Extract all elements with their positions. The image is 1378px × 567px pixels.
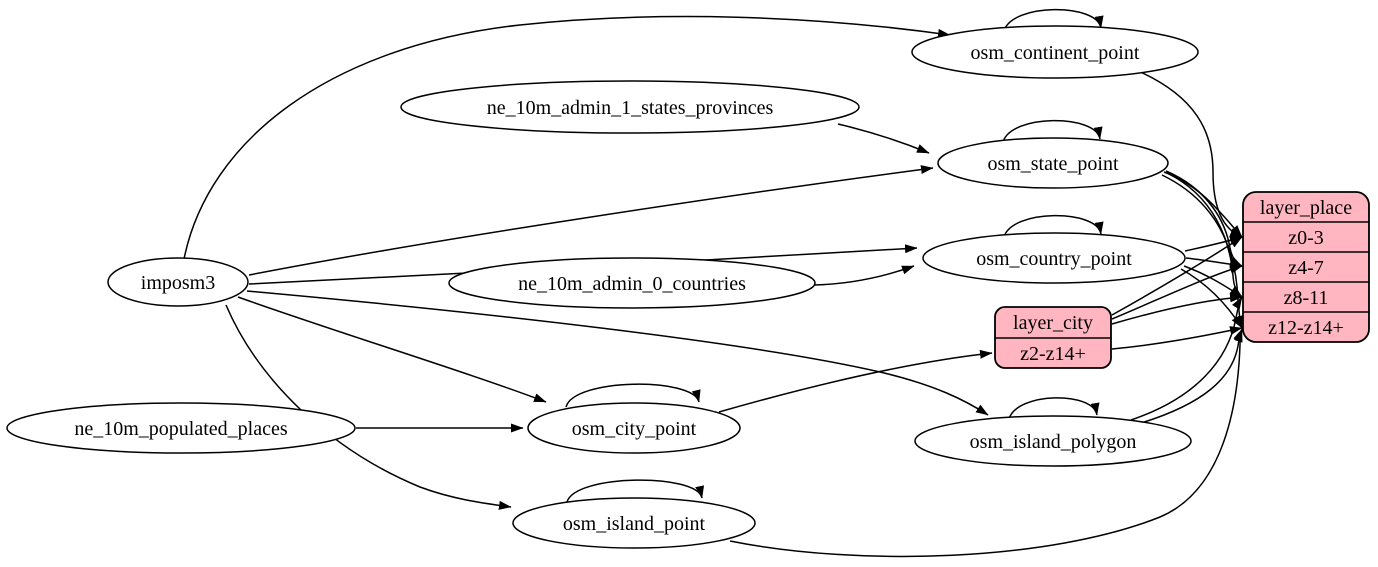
node-layer_place: layer_place z0-3 z4-7 z8-11 z12-z14+	[1242, 191, 1370, 343]
osm_state_point-label: osm_state_point	[987, 153, 1119, 175]
edge-imposm3-to-osm_state_point	[248, 165, 934, 276]
osm_city_point-label: osm_city_point	[572, 418, 697, 440]
osm_country_point-label: osm_country_point	[976, 248, 1132, 270]
layer_place-shape	[1242, 191, 1370, 343]
layer_place-row-z8-11: z8-11	[1284, 287, 1329, 309]
edge-self-loop-osm_continent_point	[1003, 8, 1104, 32]
layer_place-row-z4-7: z4-7	[1288, 257, 1324, 279]
osm_island_point-label: osm_island_point	[563, 513, 706, 535]
edge-imposm3-to-osm_island_polygon	[246, 290, 989, 416]
edge-osm_island_polygon-to-layer_place-z12-z14	[1137, 328, 1243, 425]
edge-imposm3-to-osm_island_point	[225, 304, 512, 510]
osm_continent_point-label: osm_continent_point	[971, 42, 1140, 64]
imposm3-shape	[107, 257, 249, 307]
edge-self-loop-osm_country_point	[1003, 214, 1104, 238]
edge-ne_10m_admin_0_countries-to-osm_country_point	[813, 265, 915, 286]
node-ne_10m_admin_1_states_provinces: ne_10m_admin_1_states_provinces	[400, 80, 860, 134]
layer_city-row-z2-z14: z2-z14+	[1020, 343, 1086, 365]
osm_island_point-shape	[512, 497, 756, 549]
node-imposm3: imposm3	[107, 257, 249, 307]
node-osm_island_polygon: osm_island_polygon	[914, 415, 1192, 467]
node-osm_state_point: osm_state_point	[937, 137, 1169, 189]
node-osm_city_point: osm_city_point	[527, 402, 741, 454]
ne_10m_admin_1_states_provinces-label: ne_10m_admin_1_states_provinces	[487, 97, 774, 119]
layer_place-title: layer_place	[1260, 197, 1352, 219]
edge-osm_continent_point-to-layer_place-z0-3	[1135, 69, 1243, 238]
edge-self-loop-osm_city_point	[565, 383, 701, 408]
ne_10m_admin_0_countries-label: ne_10m_admin_0_countries	[518, 273, 746, 295]
imposm3-label: imposm3	[141, 272, 215, 294]
edge-imposm3-to-osm_continent_point	[183, 15, 951, 260]
edge-self-loop-osm_island_point	[566, 479, 704, 503]
osm_state_point-shape	[937, 137, 1169, 189]
edge-self-loop-osm_state_point	[1002, 119, 1103, 143]
ne_10m_populated_places-label: ne_10m_populated_places	[74, 418, 287, 440]
ne_10m_admin_1_states_provinces-shape	[400, 80, 860, 134]
node-ne_10m_populated_places: ne_10m_populated_places	[6, 402, 356, 454]
node-osm_country_point: osm_country_point	[922, 232, 1186, 284]
edge-imposm3-to-osm_city_point	[237, 296, 547, 403]
layer_place-row-z12-z14: z12-z14+	[1268, 317, 1344, 339]
edge-osm_island_point-to-layer_place-z12-z14	[729, 329, 1243, 558]
osm_country_point-shape	[922, 232, 1186, 284]
layer_city-title: layer_city	[1013, 312, 1093, 334]
edge-osm_island_polygon-to-layer_place-z8-11	[1130, 296, 1243, 421]
edge-layer_city-to-layer_place-z4-7	[1111, 265, 1243, 320]
osm_island_polygon-shape	[914, 415, 1192, 467]
edge-osm_city_point-to-layer_city-z2-z14	[718, 349, 993, 413]
osm_continent_point-shape	[911, 25, 1199, 79]
edge-ne_10m_admin_1_states_provinces-to-osm_state_point	[837, 123, 930, 154]
node-osm_continent_point: osm_continent_point	[911, 25, 1199, 79]
layer_place-row-z0-3: z0-3	[1288, 227, 1324, 249]
edge-layer_city-to-layer_place-z12-z14	[1111, 326, 1243, 350]
osm_island_polygon-label: osm_island_polygon	[970, 431, 1137, 453]
ne_10m_populated_places-shape	[6, 402, 356, 454]
edge-self-loop-osm_island_polygon	[1008, 397, 1100, 420]
edge-osm_state_point-to-layer_place-z8-11	[1166, 172, 1243, 298]
ne_10m_admin_0_countries-shape	[448, 257, 816, 309]
edge-layer_city-to-layer_place-z8-11	[1111, 293, 1243, 325]
edge-layer_city-to-layer_place-z0-3	[1111, 236, 1243, 316]
edge-osm_country_point-to-layer_place-z0-3	[1184, 236, 1243, 252]
edge-osm_country_point-to-layer_place-z12-z14	[1180, 268, 1243, 329]
node-osm_island_point: osm_island_point	[512, 497, 756, 549]
osm_city_point-shape	[527, 402, 741, 454]
edge-layer	[183, 8, 1243, 558]
node-ne_10m_admin_0_countries: ne_10m_admin_0_countries	[448, 257, 816, 309]
node-layer_city: layer_city z2-z14+	[994, 306, 1112, 369]
